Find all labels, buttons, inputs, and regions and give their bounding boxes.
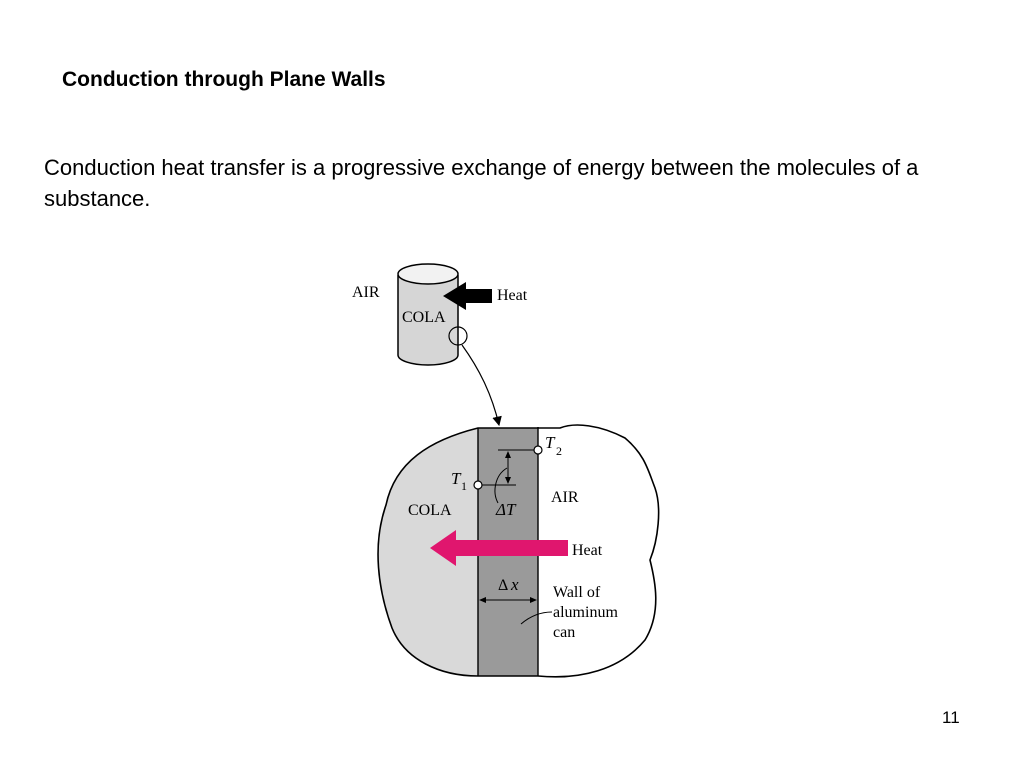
wall-label-line3: can [553, 624, 575, 641]
detail-cola-label: COLA [408, 502, 452, 519]
delta-t-leader [494, 467, 508, 504]
wall-label-line2: aluminum [553, 604, 618, 621]
delta-t-label: ΔT [495, 500, 517, 519]
slide-body-text: Conduction heat transfer is a progressiv… [44, 155, 919, 211]
delta-x-arrow-left [479, 597, 486, 603]
t2-symbol: T [545, 433, 556, 452]
delta-t-arrow-top [505, 451, 511, 458]
t2-point [533, 445, 543, 455]
detail-air-label: AIR [551, 489, 579, 506]
wall-label-line1: Wall of [553, 584, 601, 601]
t1-subscript: 1 [461, 479, 467, 493]
delta-x-var: x [510, 575, 519, 594]
delta-x-symbol: Δ [498, 577, 508, 594]
t1-point [473, 480, 483, 490]
can-cola-label: COLA [402, 309, 446, 326]
detail-heat-arrow [430, 530, 568, 566]
can-heat-arrow [443, 282, 492, 310]
can-heat-label: Heat [497, 287, 528, 304]
can-zoom-circle [448, 326, 468, 346]
t1-symbol: T [451, 469, 462, 488]
can-air-label: AIR [352, 284, 380, 301]
page-number: 11 [942, 708, 960, 727]
detail-heat-label: Heat [572, 542, 603, 559]
cola-can [397, 263, 468, 366]
zoom-connector [461, 344, 502, 427]
delta-t-arrow-bottom [505, 477, 511, 484]
wall-leader-line [520, 611, 553, 625]
delta-x-arrow-right [530, 597, 537, 603]
can-top [397, 263, 459, 285]
can-body [397, 275, 459, 366]
slide-title: Conduction through Plane Walls [62, 68, 386, 91]
t2-subscript: 2 [556, 444, 562, 458]
detail-outline [377, 424, 660, 678]
